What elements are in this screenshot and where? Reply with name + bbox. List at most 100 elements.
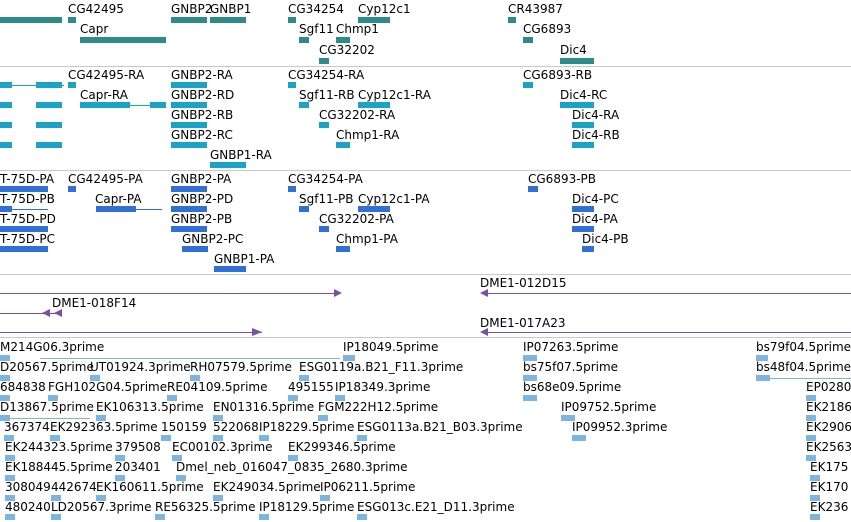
est-label[interactable]: bs48f04.5prime (756, 360, 851, 374)
mrna-glyph[interactable] (572, 122, 594, 128)
protein-glyph[interactable] (288, 186, 296, 192)
est-glyph[interactable] (756, 375, 770, 381)
gene-label[interactable]: CG32202 (319, 43, 375, 57)
mrna-label[interactable]: CG34254-RA (288, 68, 365, 82)
mrna-glyph[interactable] (171, 82, 207, 88)
gene-glyph[interactable] (560, 58, 594, 64)
protein-glyph[interactable] (171, 186, 207, 192)
est-label[interactable]: IP09752.5prime (561, 400, 657, 414)
gene-label[interactable]: Cyp12c1 (358, 2, 411, 16)
est-glyph[interactable] (0, 395, 10, 401)
protein-label[interactable]: GNBP2-PD (171, 192, 234, 206)
gene-label[interactable]: CG6893 (523, 22, 572, 36)
est-glyph[interactable] (50, 435, 60, 441)
est-glyph[interactable] (51, 495, 61, 501)
protein-label[interactable]: Cyp12c1-PA (358, 192, 430, 206)
bac-line[interactable] (0, 332, 262, 333)
est-label[interactable]: EK249034.5prime (213, 480, 321, 494)
bac-label[interactable]: DME1-018F14 (52, 296, 137, 310)
est-label[interactable]: FGM222H12.5prime (318, 400, 439, 414)
est-label[interactable]: 150159 (161, 420, 207, 434)
est-label[interactable]: IP09952.3prime (572, 420, 668, 434)
mrna-glyph[interactable] (0, 122, 12, 128)
mrna-glyph[interactable] (523, 82, 533, 88)
est-label[interactable]: M214G06.3prime (0, 340, 105, 354)
gene-glyph[interactable] (523, 37, 533, 43)
est-glyph[interactable] (190, 375, 200, 381)
protein-glyph[interactable] (299, 206, 309, 212)
est-glyph[interactable] (288, 395, 298, 401)
protein-glyph[interactable] (0, 226, 48, 232)
est-glyph[interactable] (115, 475, 125, 481)
est-glyph[interactable] (335, 395, 345, 401)
mrna-label[interactable]: Capr-RA (80, 88, 128, 102)
protein-label[interactable]: GNBP2-PB (171, 212, 233, 226)
est-label[interactable]: ESG013c.E21_D11.3prime (357, 500, 515, 514)
est-glyph[interactable] (96, 495, 106, 501)
est-glyph[interactable] (213, 495, 223, 501)
est-label[interactable]: EK106313.5prime (96, 400, 204, 414)
protein-label[interactable]: T-75D-PD (0, 212, 56, 226)
gene-glyph[interactable] (508, 17, 516, 23)
mrna-glyph[interactable] (336, 142, 350, 148)
mrna-glyph[interactable] (299, 102, 309, 108)
gene-label[interactable]: CG34254 (288, 2, 344, 16)
est-label[interactable]: D13867.5prime (0, 400, 94, 414)
mrna-glyph[interactable] (150, 102, 166, 108)
mrna-label[interactable]: Sgf11-RB (299, 88, 355, 102)
est-glyph[interactable] (318, 415, 328, 421)
est-label[interactable]: 308049 (5, 480, 51, 494)
est-label[interactable]: 379508 (115, 440, 161, 454)
est-label[interactable]: IP18229.5prime (259, 420, 355, 434)
mrna-glyph[interactable] (36, 122, 62, 128)
est-glyph[interactable] (810, 475, 820, 481)
protein-glyph[interactable] (0, 246, 48, 252)
protein-glyph[interactable] (182, 246, 208, 252)
mrna-glyph[interactable] (171, 142, 207, 148)
gene-label[interactable]: Sgf11 (299, 22, 334, 36)
bac-line[interactable] (0, 313, 60, 314)
est-glyph[interactable] (155, 514, 165, 520)
mrna-glyph[interactable] (80, 102, 130, 108)
est-glyph[interactable] (320, 495, 330, 501)
est-label[interactable]: 684838 (0, 380, 46, 394)
protein-glyph[interactable] (214, 266, 246, 272)
mrna-label[interactable]: GNBP2-RD (171, 88, 235, 102)
est-glyph[interactable] (176, 475, 186, 481)
est-label[interactable]: 480240 (5, 500, 51, 514)
est-glyph[interactable] (213, 415, 223, 421)
est-glyph[interactable] (5, 495, 15, 501)
est-label[interactable]: 203401 (115, 460, 161, 474)
mrna-label[interactable]: Dic4-RC (560, 88, 608, 102)
est-glyph[interactable] (213, 435, 223, 441)
gene-glyph[interactable] (171, 17, 207, 23)
gene-glyph[interactable] (80, 37, 166, 43)
est-label[interactable]: 495155 (288, 380, 334, 394)
est-glyph[interactable] (572, 435, 586, 441)
est-glyph[interactable] (523, 375, 537, 381)
protein-label[interactable]: CG34254-PA (288, 172, 363, 186)
est-label[interactable]: UT01924.3prime (90, 360, 191, 374)
est-glyph[interactable] (4, 435, 14, 441)
est-label[interactable]: IP18349.3prime (335, 380, 431, 394)
est-label[interactable]: EK299346.5prime (288, 440, 396, 454)
est-glyph[interactable] (0, 355, 10, 361)
est-label[interactable]: IP06211.5prime (320, 480, 416, 494)
est-label[interactable]: FGH102G04.5prime (48, 380, 168, 394)
est-glyph[interactable] (259, 435, 269, 441)
gene-glyph[interactable] (288, 17, 296, 23)
est-glyph[interactable] (561, 415, 575, 421)
est-glyph[interactable] (523, 395, 537, 401)
est-glyph[interactable] (343, 355, 355, 361)
protein-glyph[interactable] (319, 226, 329, 232)
protein-glyph[interactable] (0, 186, 48, 192)
mrna-label[interactable]: CG6893-RB (523, 68, 593, 82)
est-glyph[interactable] (806, 415, 816, 421)
bac-line[interactable] (0, 293, 340, 294)
est-glyph[interactable] (756, 355, 768, 361)
protein-label[interactable]: GNBP1-PA (214, 252, 275, 266)
bac-line[interactable] (482, 293, 851, 294)
mrna-glyph[interactable] (0, 82, 12, 88)
est-label[interactable]: IP07263.5prime (523, 340, 619, 354)
est-label[interactable]: EK175 (810, 460, 849, 474)
